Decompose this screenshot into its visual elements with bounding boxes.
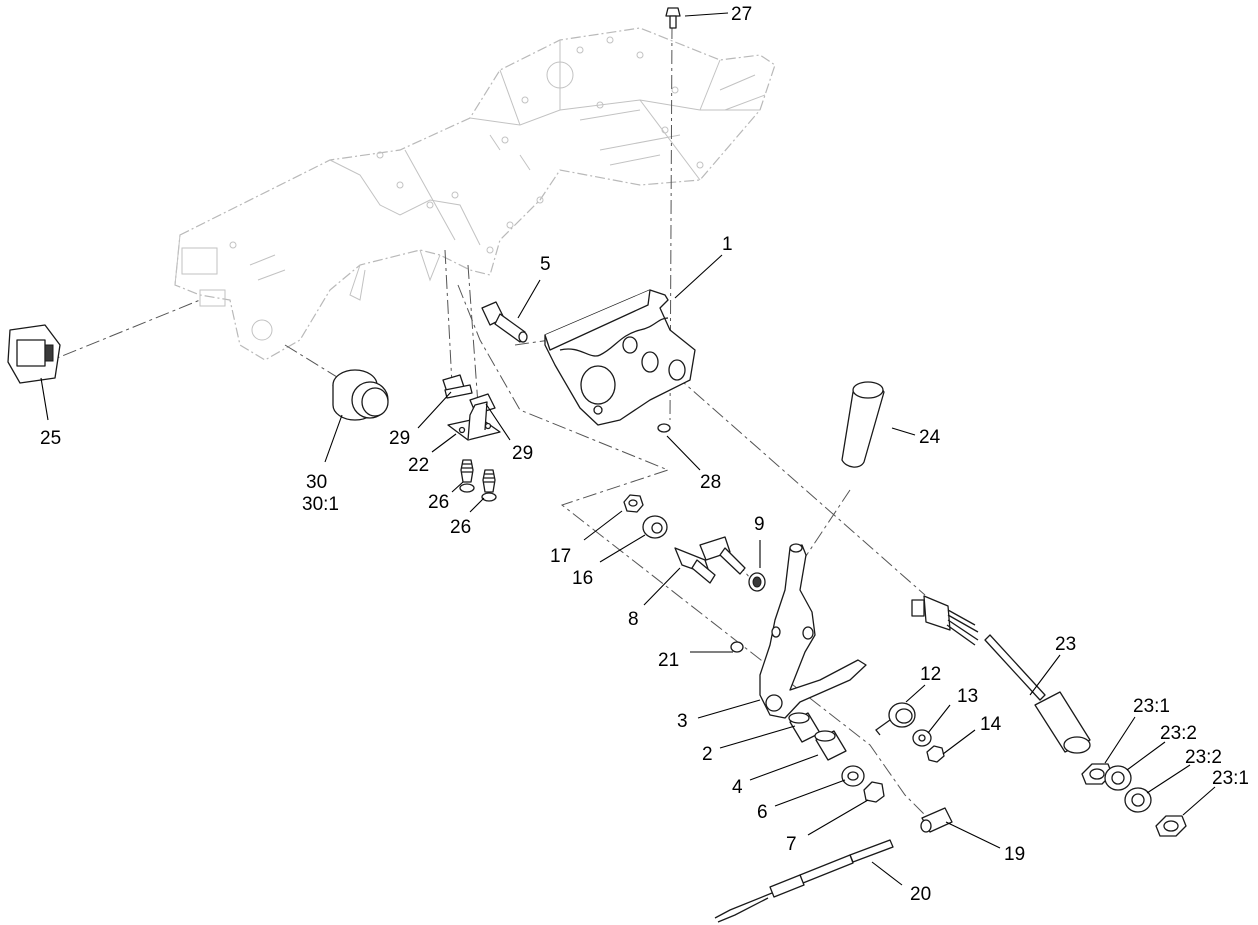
part-9-bushing: [748, 572, 766, 592]
callout-23-2-upper: 23:2: [1160, 723, 1197, 744]
callout-29-left: 29: [389, 428, 410, 449]
callout-labels: 27 1 5 24 25 30 30:1 29 22 29 26 26 28 1…: [40, 4, 1249, 905]
part-1-plate: [544, 289, 696, 426]
part-7-nut: [863, 781, 885, 803]
part-23-2-washer-a: [1104, 765, 1132, 791]
leader-lines: [40, 12, 1216, 886]
part-14-nut: [926, 745, 945, 763]
part-22-bracket: [447, 401, 501, 441]
callout-23-2-lower: 23:2: [1185, 747, 1222, 768]
part-26-screw-b: [481, 469, 497, 502]
callout-14: 14: [980, 714, 1002, 735]
callout-19: 19: [1004, 844, 1025, 865]
callout-27: 27: [731, 4, 752, 25]
part-8-pivot-shaft: [674, 536, 746, 584]
callout-23-1-lower: 23:1: [1212, 768, 1249, 789]
part-6-washer: [841, 765, 865, 787]
part-17-nut: [623, 494, 644, 513]
part-20-cable: [714, 839, 894, 923]
callout-23: 23: [1055, 634, 1076, 655]
part-23-sensor: [911, 595, 1091, 754]
callout-6: 6: [757, 802, 768, 823]
callout-24: 24: [919, 427, 941, 448]
callout-9: 9: [754, 514, 765, 535]
callout-20: 20: [910, 884, 931, 905]
callout-16: 16: [572, 568, 593, 589]
callout-26-lower: 26: [450, 517, 471, 538]
part-5-bolt: [481, 301, 528, 343]
callout-7: 7: [786, 834, 797, 855]
callout-3: 3: [677, 711, 688, 732]
part-4-bushing: [814, 730, 847, 761]
part-12-spring: [875, 702, 916, 736]
callout-30: 30: [306, 472, 327, 493]
part-24-knob: [841, 381, 885, 468]
frame-outline: [174, 27, 776, 361]
callout-1: 1: [722, 234, 733, 255]
callout-26-upper: 26: [428, 492, 449, 513]
callout-4: 4: [732, 777, 743, 798]
part-23-2-washer-b: [1124, 787, 1152, 813]
callout-5: 5: [540, 254, 551, 275]
part-16-spacer: [642, 515, 668, 539]
callout-23-1-upper: 23:1: [1133, 696, 1170, 717]
part-23-1-nut-b: [1155, 815, 1187, 837]
part-27-bolt: [665, 7, 681, 29]
callout-22: 22: [408, 455, 429, 476]
callout-13: 13: [957, 686, 978, 707]
callout-12: 12: [920, 664, 941, 685]
part-25-switch: [7, 324, 61, 384]
part-19-cable-end: [920, 807, 953, 833]
callout-8: 8: [628, 609, 639, 630]
callout-17: 17: [550, 546, 571, 567]
part-29-clip-a: [442, 374, 473, 399]
part-13-washer: [912, 729, 932, 747]
callout-25: 25: [40, 428, 61, 449]
part-28-nut: [657, 423, 671, 433]
callout-2: 2: [702, 744, 713, 765]
callout-29-right: 29: [512, 443, 533, 464]
callout-21: 21: [658, 650, 679, 671]
callout-28: 28: [700, 472, 721, 493]
part-30-hourmeter: [332, 369, 389, 421]
part-3-lever: [759, 543, 867, 719]
callout-30-1: 30:1: [302, 494, 339, 515]
part-26-screw-a: [459, 459, 475, 493]
part-21-nut: [730, 641, 744, 653]
part-2-bushing: [788, 712, 821, 743]
